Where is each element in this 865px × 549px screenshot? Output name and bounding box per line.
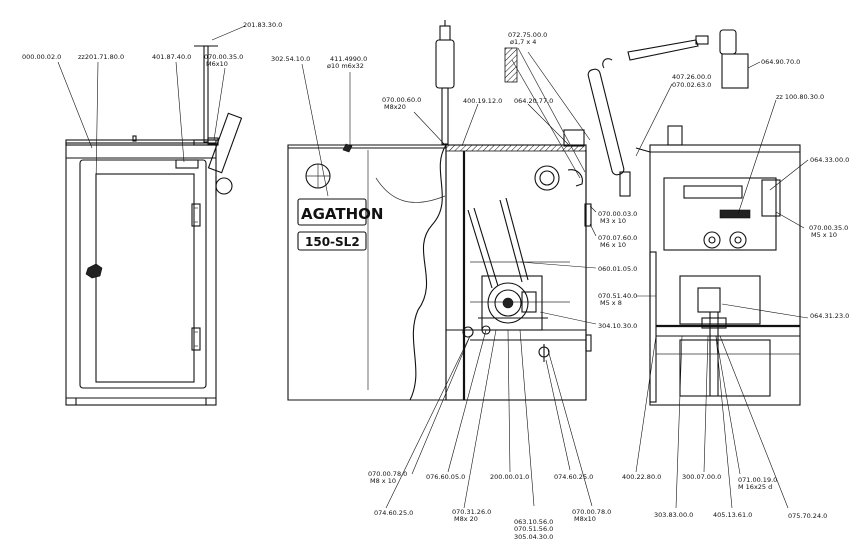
label-411-4990: 411.4990.0	[330, 55, 367, 63]
label-064-31-23: 064.31.23.0	[810, 312, 849, 320]
brand-label: AGATHON	[301, 205, 383, 223]
label-zz201-71-80: zz201.71.80.0	[78, 53, 124, 61]
label-303-83-00: 303.83.00.0	[654, 511, 693, 519]
label-070-00-78-b: 070.00.78.0	[572, 508, 611, 516]
label-m8x10-b: M8x10	[574, 515, 596, 523]
label-m8x20: M8x20	[384, 103, 406, 111]
label-000-00-02: 000.00.02.0	[22, 53, 61, 61]
label-m8x10-a: M8 x 10	[370, 477, 396, 485]
label-074-60-25-a: 074.60.25.0	[374, 509, 413, 517]
label-064-90-70: 064.90.70.0	[761, 58, 800, 66]
label-201-83-30: 201.83.30.0	[243, 21, 282, 29]
label-m8x20-b: M8x 20	[454, 515, 478, 523]
left-view-leaders	[57, 25, 246, 185]
label-dia1-7x4: ø1,7 x 4	[510, 38, 536, 46]
left-view-cabinet	[65, 45, 243, 406]
label-m5x10: M5 x 10	[811, 231, 837, 239]
label-zz100-80-30: zz 100.80.30.0	[776, 93, 824, 101]
label-070-07-60: 070.07.60.0	[598, 234, 637, 242]
label-070-31-26: 070.31.26.0	[452, 508, 491, 516]
label-060-01-05: 060.01.05.0	[598, 265, 637, 273]
label-071-00-19: 071.00.19.0	[738, 476, 777, 484]
label-070-00-60: 070.00.60.0	[382, 96, 421, 104]
label-063-10-56: 063.10.56.0	[514, 518, 553, 526]
right-view-machine	[587, 29, 801, 406]
label-075-70-24: 075.70.24.0	[788, 512, 827, 520]
label-401-87-40: 401.87.40.0	[152, 53, 191, 61]
label-076-60-05: 076.60.05.0	[426, 473, 465, 481]
motor-wheel	[487, 282, 529, 324]
door-handle	[85, 263, 103, 279]
label-m6x10-mid: M6 x 10	[600, 241, 626, 249]
label-070-00-03: 070.00.03.0	[598, 210, 637, 218]
label-302-54-10: 302.54.10.0	[271, 55, 310, 63]
part-labels: 201.83.30.0 000.00.02.0 zz201.71.80.0 40…	[22, 21, 849, 541]
label-305-04-30: 305.04.30.0	[514, 533, 553, 541]
label-m5x8: M5 x 8	[600, 299, 622, 307]
label-072-75-00: 072.75.00.0	[508, 31, 547, 39]
label-300-07-00: 300.07.00.0	[682, 473, 721, 481]
label-070-00-35-right: 070.00.35.0	[809, 224, 848, 232]
middle-view-leaders	[301, 51, 597, 509]
label-400-19-12: 400.19.12.0	[463, 97, 502, 105]
label-m16x25d: M 16x25 d	[738, 483, 772, 491]
label-064-20-77: 064.20.77.0	[514, 97, 553, 105]
label-dia10-m6x32: ø10 m6x32	[327, 62, 364, 70]
label-304-10-30: 304.10.30.0	[598, 322, 637, 330]
middle-view-machine: AGATHON 150-SL2	[287, 20, 592, 401]
right-view-leaders	[635, 61, 809, 509]
label-070-51-40: 070.51.40.0	[598, 292, 637, 300]
label-m3x10: M3 x 10	[600, 217, 626, 225]
label-400-22-80: 400.22.80.0	[622, 473, 661, 481]
label-070-00-35-left: 070.00.35.0	[204, 53, 243, 61]
label-070-02-63: 070.02.63.0	[672, 81, 711, 89]
label-m6x10-left: M6x10	[206, 60, 228, 68]
label-064-33-00: 064.33.00.0	[810, 156, 849, 164]
label-200-00-01: 200.00.01.0	[490, 473, 529, 481]
label-407-26-00: 407.26.00.0	[672, 73, 711, 81]
label-070-51-56: 070.51.56.0	[514, 525, 553, 533]
label-070-00-78-a: 070.00.78.0	[368, 470, 407, 478]
label-074-60-25-b: 074.60.25.0	[554, 473, 593, 481]
model-label: 150-SL2	[305, 235, 360, 249]
label-405-13-61: 405.13.61.0	[713, 511, 752, 519]
